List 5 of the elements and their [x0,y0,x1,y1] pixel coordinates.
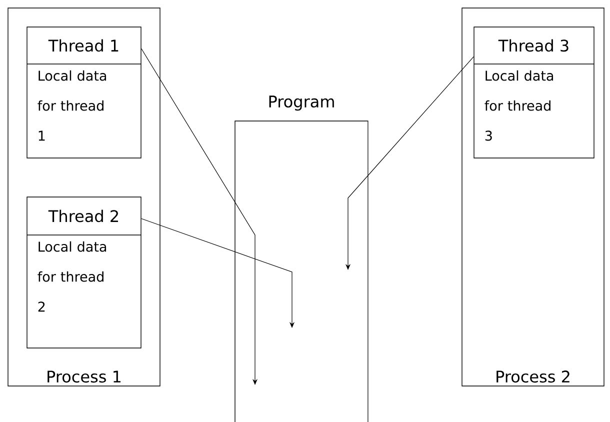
program-label: Program [269,96,334,111]
thread-box: Thread 1 Local data for thread 1 [26,26,142,158]
thread-box: Thread 3 Local data for thread 3 [474,26,594,158]
thread-box: Thread 2 Local data for thread 2 [26,196,142,348]
arrow [141,218,295,328]
